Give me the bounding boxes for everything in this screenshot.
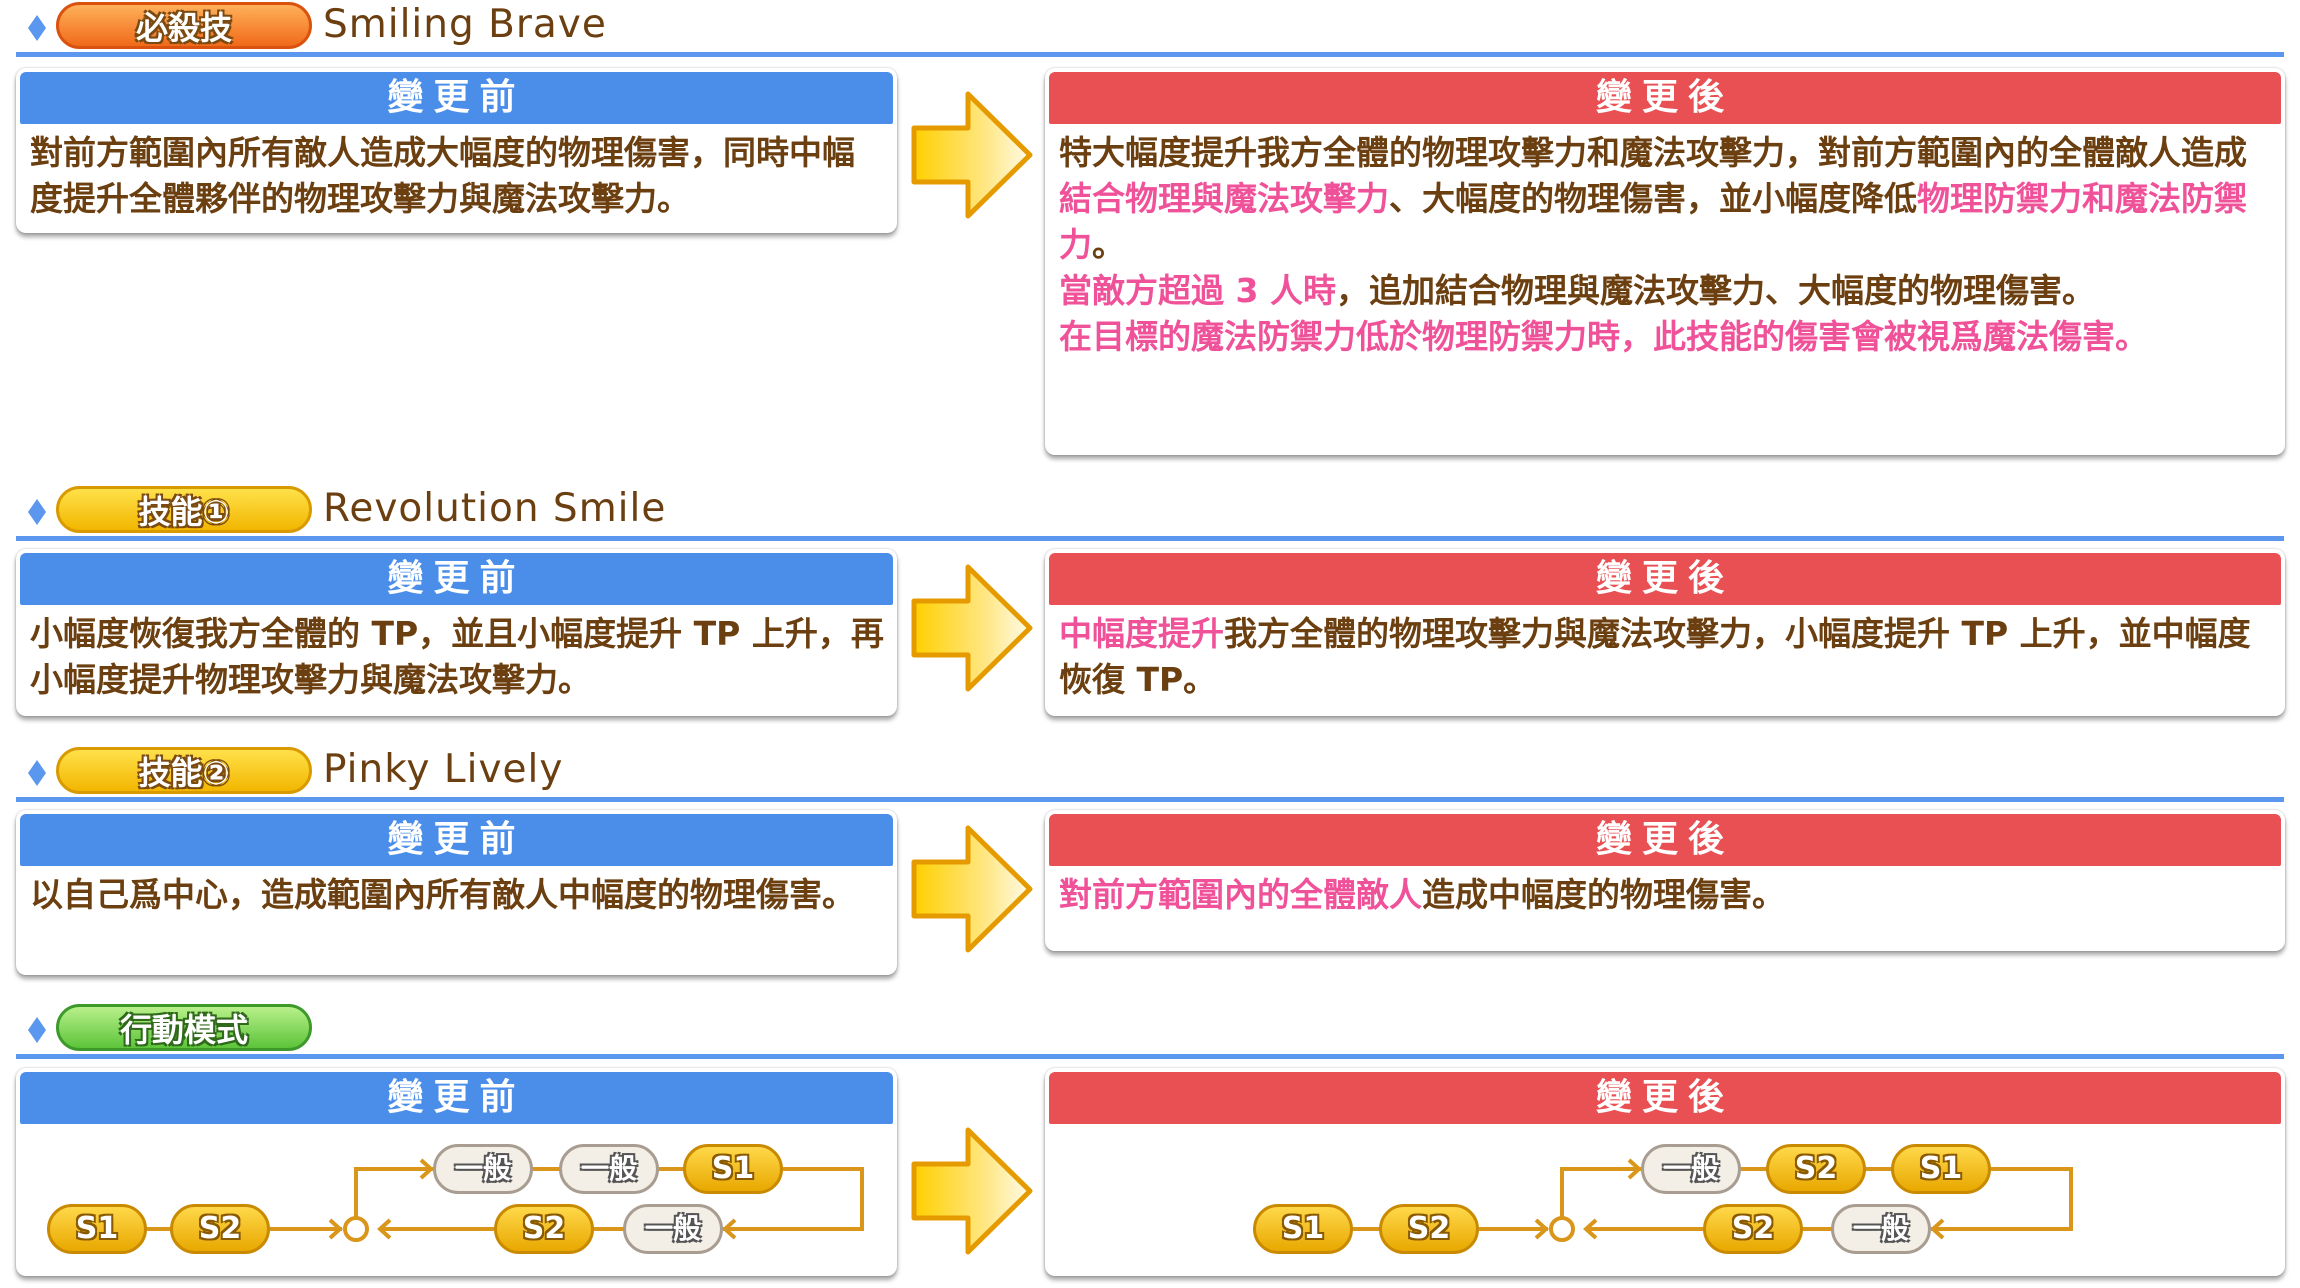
section-divider xyxy=(16,52,2284,57)
skill-type-badge: 必殺技 xyxy=(56,2,312,49)
action-chip-normal: 一般 xyxy=(1831,1204,1931,1254)
action-chip-normal: 一般 xyxy=(1641,1144,1741,1194)
skill-type-badge: 技能② xyxy=(56,747,312,794)
right-arrow-icon xyxy=(910,90,1035,220)
after-description: 對前方範圍內的全體敵人造成中幅度的物理傷害。 xyxy=(1045,866,2285,918)
highlighted-text: 中幅度提升 xyxy=(1059,614,1224,653)
after-panel: 變更後特大幅度提升我方全體的物理攻擊力和魔法攻擊力，對前方範圍內的全體敵人造成結… xyxy=(1045,68,2285,455)
before-header: 變更前 xyxy=(20,814,893,866)
diamond-bullet-icon xyxy=(28,499,46,525)
action-chip-skill: S2 xyxy=(1379,1204,1479,1254)
action-chip-skill: S2 xyxy=(170,1204,270,1254)
action-chip-skill: S1 xyxy=(47,1204,147,1254)
diamond-bullet-icon xyxy=(28,1017,46,1043)
action-chip-skill: S2 xyxy=(1766,1144,1866,1194)
right-arrow-icon xyxy=(910,563,1035,693)
before-description: 以自己爲中心，造成範圍內所有敵人中幅度的物理傷害。 xyxy=(16,866,897,918)
after-header: 變更後 xyxy=(1049,814,2281,866)
after-panel: 變更後中幅度提升我方全體的物理攻擊力與魔法攻擊力，小幅度提升 TP 上升，並中幅… xyxy=(1045,549,2285,716)
action-chip-skill: S1 xyxy=(1891,1144,1991,1194)
description-text: 以自己爲中心，造成範圍內所有敵人中幅度的物理傷害。 xyxy=(30,875,855,914)
action-chip-normal: 一般 xyxy=(559,1144,659,1194)
highlighted-text: 結合物理與魔法攻擊力 xyxy=(1059,179,1389,218)
after-description: 中幅度提升我方全體的物理攻擊力與魔法攻擊力，小幅度提升 TP 上升，並中幅度恢復… xyxy=(1045,605,2285,703)
after-panel: 變更後對前方範圍內的全體敵人造成中幅度的物理傷害。 xyxy=(1045,810,2285,951)
action-chip-skill: S1 xyxy=(1253,1204,1353,1254)
skill-type-badge: 技能① xyxy=(56,486,312,533)
before-panel: 變更前對前方範圍內所有敵人造成大幅度的物理傷害，同時中幅度提升全體夥伴的物理攻擊… xyxy=(16,68,897,233)
before-header: 變更前 xyxy=(20,553,893,605)
after-description: 特大幅度提升我方全體的物理攻擊力和魔法攻擊力，對前方範圍內的全體敵人造成結合物理… xyxy=(1045,124,2285,360)
right-arrow-icon xyxy=(910,1126,1035,1256)
description-text: 、大幅度的物理傷害，並小幅度降低 xyxy=(1389,179,1917,218)
after-header: 變更後 xyxy=(1049,72,2281,124)
after-header: 變更後 xyxy=(1049,1072,2281,1124)
description-text: 對前方範圍內所有敵人造成大幅度的物理傷害，同時中幅度提升全體夥伴的物理攻擊力與魔… xyxy=(30,133,855,218)
action-chip-normal: 一般 xyxy=(433,1144,533,1194)
before-header: 變更前 xyxy=(20,1072,893,1124)
description-text: 造成中幅度的物理傷害。 xyxy=(1422,875,1785,914)
skill-type-badge: 行動模式 xyxy=(56,1004,312,1051)
action-chip-normal: 一般 xyxy=(623,1204,723,1254)
highlighted-text: 在目標的魔法防禦力低於物理防禦力時，此技能的傷害會被視爲魔法傷害。 xyxy=(1059,317,2148,356)
description-text: 我方全體的物理攻擊力與魔法攻擊力，小幅度提升 TP 上升，並中幅度恢復 TP。 xyxy=(1059,614,2251,699)
section-divider xyxy=(16,797,2284,802)
skill-name: Revolution Smile xyxy=(323,486,667,531)
description-text: 小幅度恢復我方全體的 TP，並且小幅度提升 TP 上升，再小幅度提升物理攻擊力與… xyxy=(30,614,884,699)
before-panel: 變更前以自己爲中心，造成範圍內所有敵人中幅度的物理傷害。 xyxy=(16,810,897,975)
description-text: 特大幅度提升我方全體的物理攻擊力和魔法攻擊力，對前方範圍內的全體敵人造成 xyxy=(1059,133,2247,172)
section-divider xyxy=(16,536,2284,541)
highlighted-text: 當敵方超過 3 人時 xyxy=(1059,271,1336,310)
skill-name: Smiling Brave xyxy=(323,2,607,47)
diamond-bullet-icon xyxy=(28,760,46,786)
highlighted-text: 物理防禦力和魔法防禦力 xyxy=(1059,179,2247,264)
action-chip-skill: S2 xyxy=(1703,1204,1803,1254)
diamond-bullet-icon xyxy=(28,15,46,41)
description-text: 。 xyxy=(1092,225,1125,264)
before-header: 變更前 xyxy=(20,72,893,124)
action-chip-skill: S2 xyxy=(494,1204,594,1254)
section-divider xyxy=(16,1054,2284,1059)
highlighted-text: 對前方範圍內的全體敵人 xyxy=(1059,875,1422,914)
after-header: 變更後 xyxy=(1049,553,2281,605)
right-arrow-icon xyxy=(910,824,1035,954)
before-description: 小幅度恢復我方全體的 TP，並且小幅度提升 TP 上升，再小幅度提升物理攻擊力與… xyxy=(16,605,897,703)
before-panel: 變更前小幅度恢復我方全體的 TP，並且小幅度提升 TP 上升，再小幅度提升物理攻… xyxy=(16,549,897,716)
before-description: 對前方範圍內所有敵人造成大幅度的物理傷害，同時中幅度提升全體夥伴的物理攻擊力與魔… xyxy=(16,124,897,222)
description-text: ，追加結合物理與魔法攻擊力、大幅度的物理傷害。 xyxy=(1335,271,2095,310)
section-header: 行動模式 xyxy=(0,1002,2300,1058)
skill-name: Pinky Lively xyxy=(323,747,564,792)
action-chip-skill: S1 xyxy=(683,1144,783,1194)
